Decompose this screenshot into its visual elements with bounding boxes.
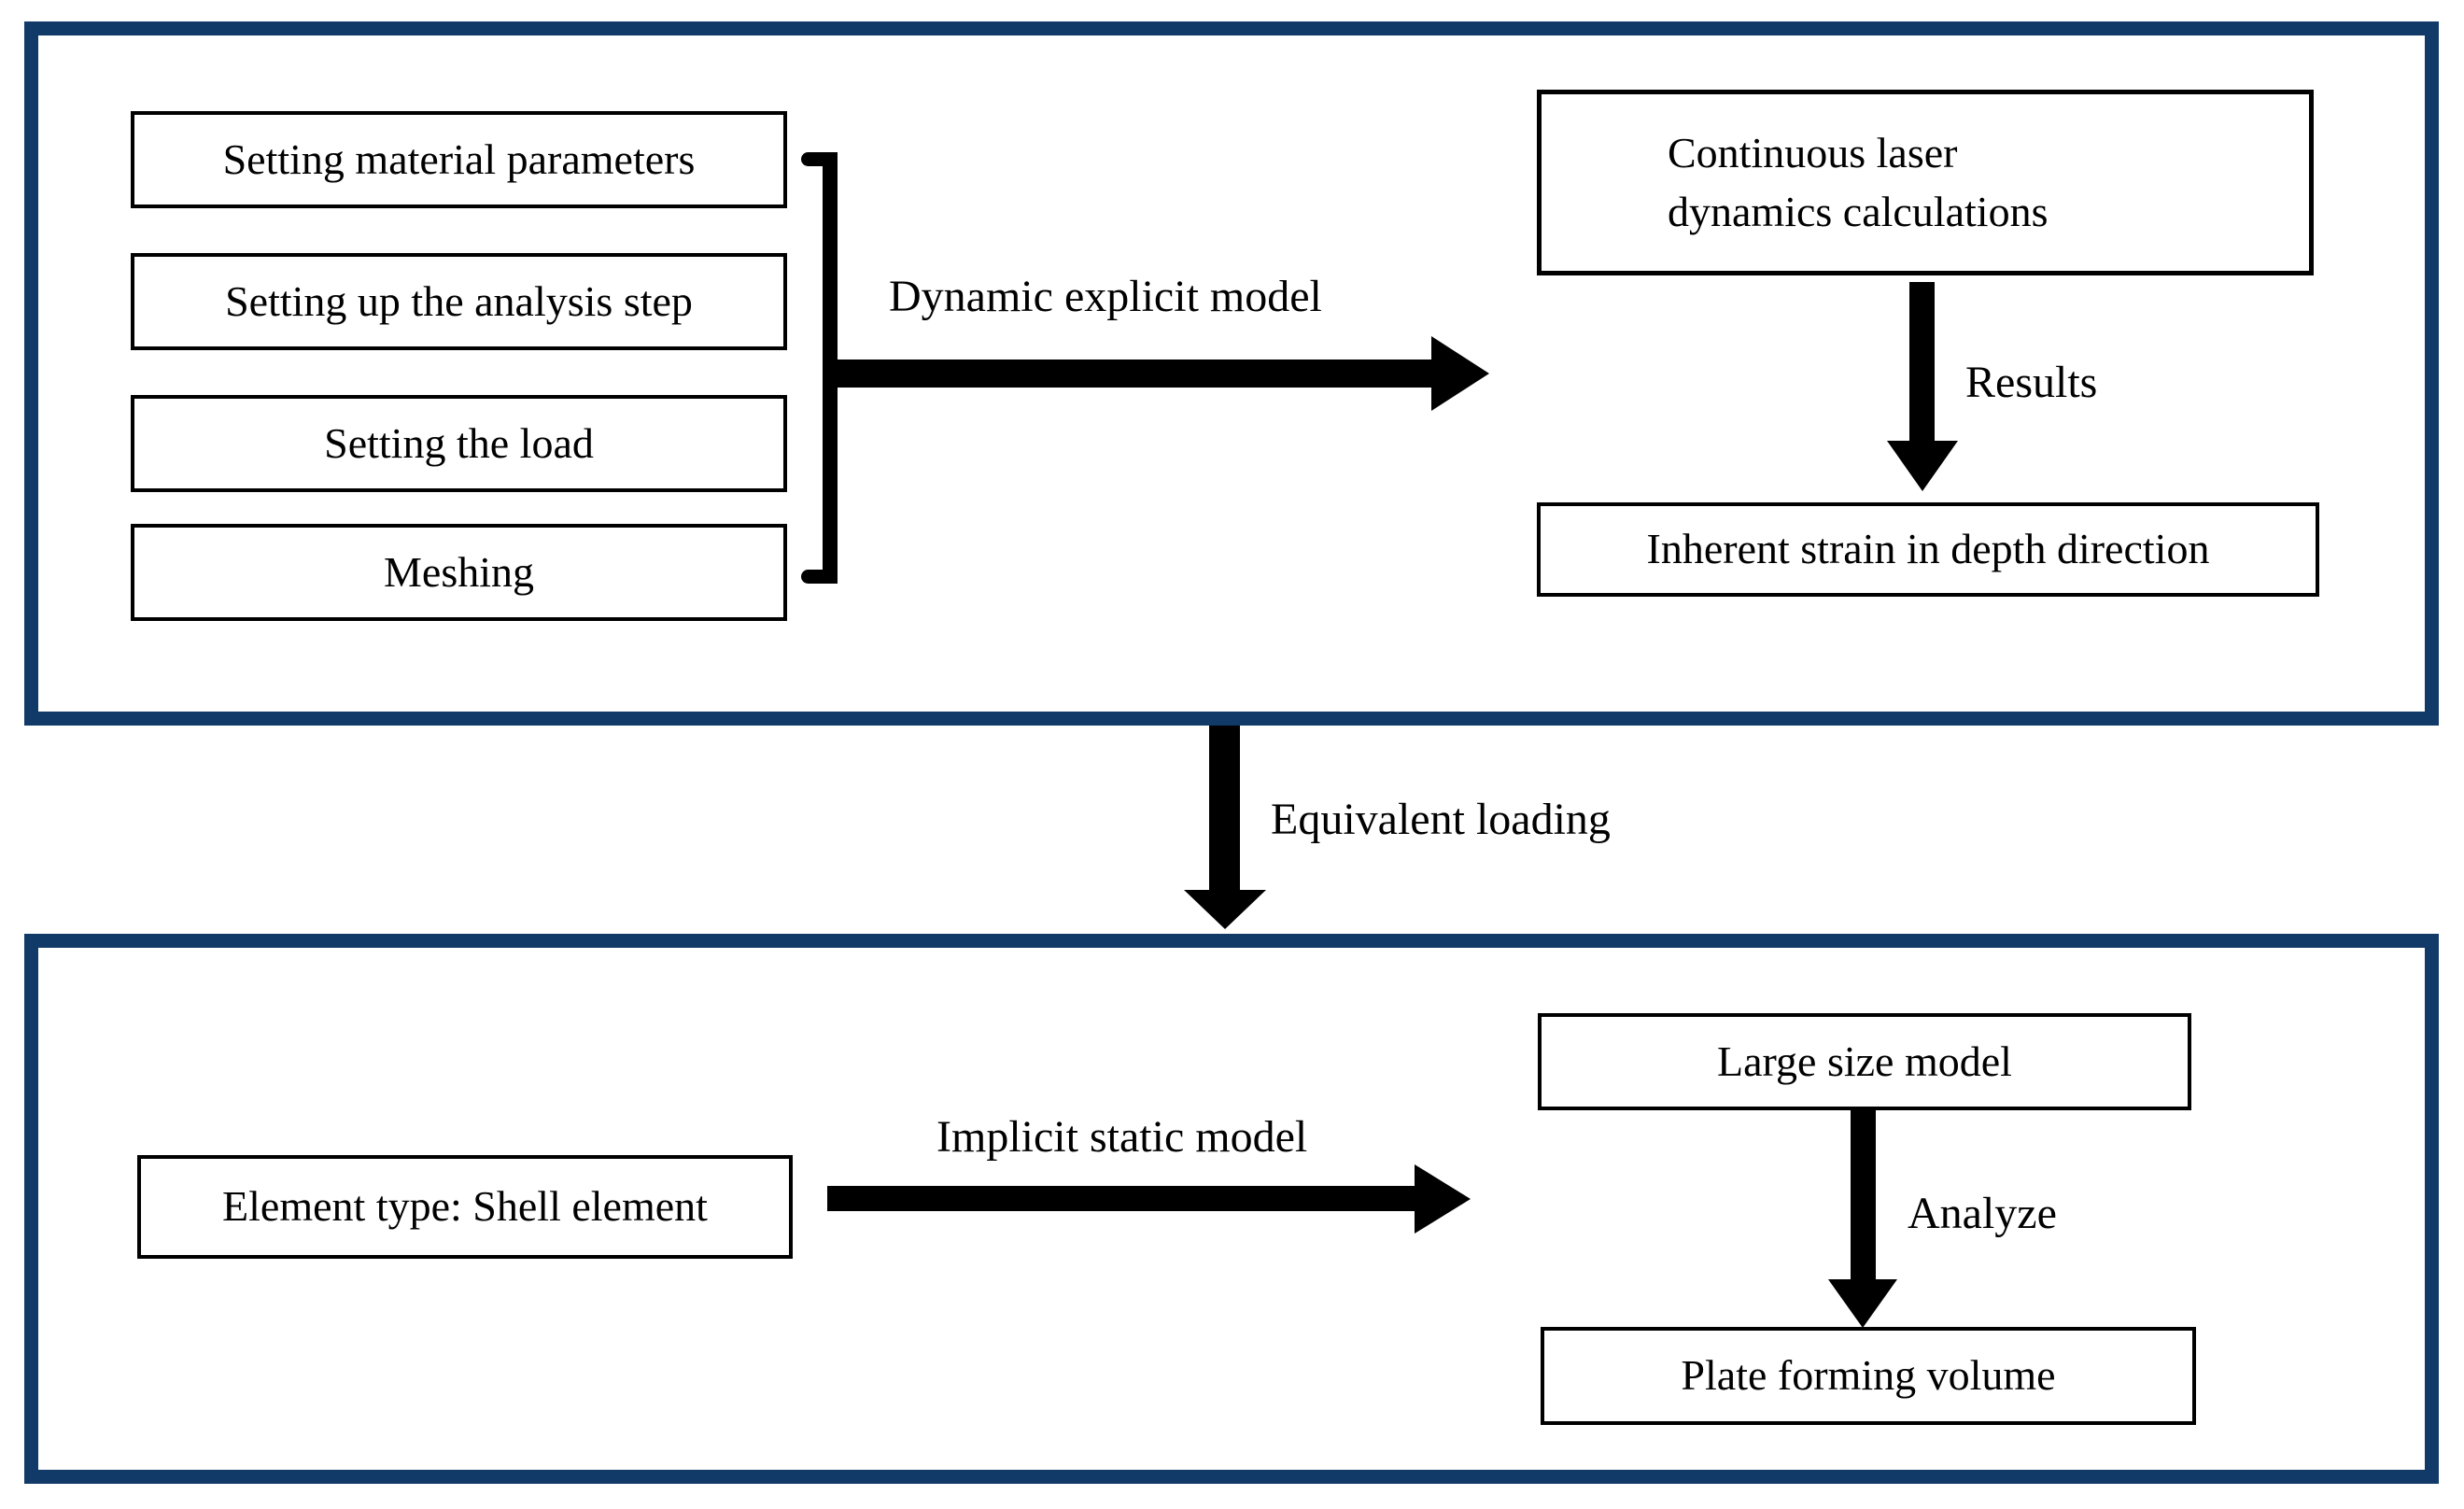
bottom-panel-frame <box>24 934 2439 1484</box>
inherent-strain-label: Inherent strain in depth direction <box>1646 525 2210 573</box>
element-type-label: Element type: Shell element <box>222 1182 708 1231</box>
large-size-model-label: Large size model <box>1717 1037 2012 1085</box>
dynamic-model-arrow-shaft <box>838 360 1431 388</box>
step-box-meshing: Meshing <box>131 524 787 621</box>
group-bracket-vertical <box>823 152 838 584</box>
step-box-material-parameters: Setting material parameters <box>131 111 787 208</box>
step-label: Setting material parameters <box>222 134 696 183</box>
implicit-model-arrow-shaft <box>827 1186 1415 1211</box>
element-type-box: Element type: Shell element <box>137 1155 793 1259</box>
group-bracket-top-cap <box>801 152 838 166</box>
top-panel-frame <box>24 21 2439 726</box>
dynamic-model-arrowhead-icon <box>1431 336 1489 411</box>
inherent-strain-box: Inherent strain in depth direction <box>1537 502 2319 597</box>
step-label: Setting the load <box>324 418 594 467</box>
dynamic-explicit-model-label: Dynamic explicit model <box>889 272 1322 321</box>
laser-dynamics-line2: dynamics calculations <box>1668 187 2049 235</box>
group-bracket-bottom-cap <box>801 570 838 584</box>
step-box-load: Setting the load <box>131 395 787 492</box>
implicit-static-model-label: Implicit static model <box>936 1112 1308 1162</box>
implicit-model-arrowhead-icon <box>1415 1164 1471 1234</box>
results-arrowhead-icon <box>1887 441 1958 491</box>
results-label: Results <box>1965 358 2098 407</box>
analyze-arrow-shaft <box>1851 1110 1876 1279</box>
equivalent-loading-arrow-shaft <box>1209 726 1240 892</box>
laser-dynamics-line1: Continuous laser <box>1668 129 1958 177</box>
step-label: Setting up the analysis step <box>225 276 693 325</box>
plate-forming-volume-label: Plate forming volume <box>1681 1351 2056 1400</box>
analyze-label: Analyze <box>1908 1189 2057 1238</box>
equivalent-loading-label: Equivalent loading <box>1271 795 1611 844</box>
laser-dynamics-box: Continuous laser dynamics calculations <box>1537 90 2314 275</box>
step-box-analysis-step: Setting up the analysis step <box>131 253 787 350</box>
large-size-model-box: Large size model <box>1538 1013 2191 1110</box>
step-label: Meshing <box>384 547 534 596</box>
analyze-arrowhead-icon <box>1828 1279 1897 1328</box>
equivalent-loading-arrowhead-icon <box>1184 890 1266 929</box>
results-arrow-shaft <box>1909 282 1935 441</box>
plate-forming-volume-box: Plate forming volume <box>1541 1327 2196 1425</box>
